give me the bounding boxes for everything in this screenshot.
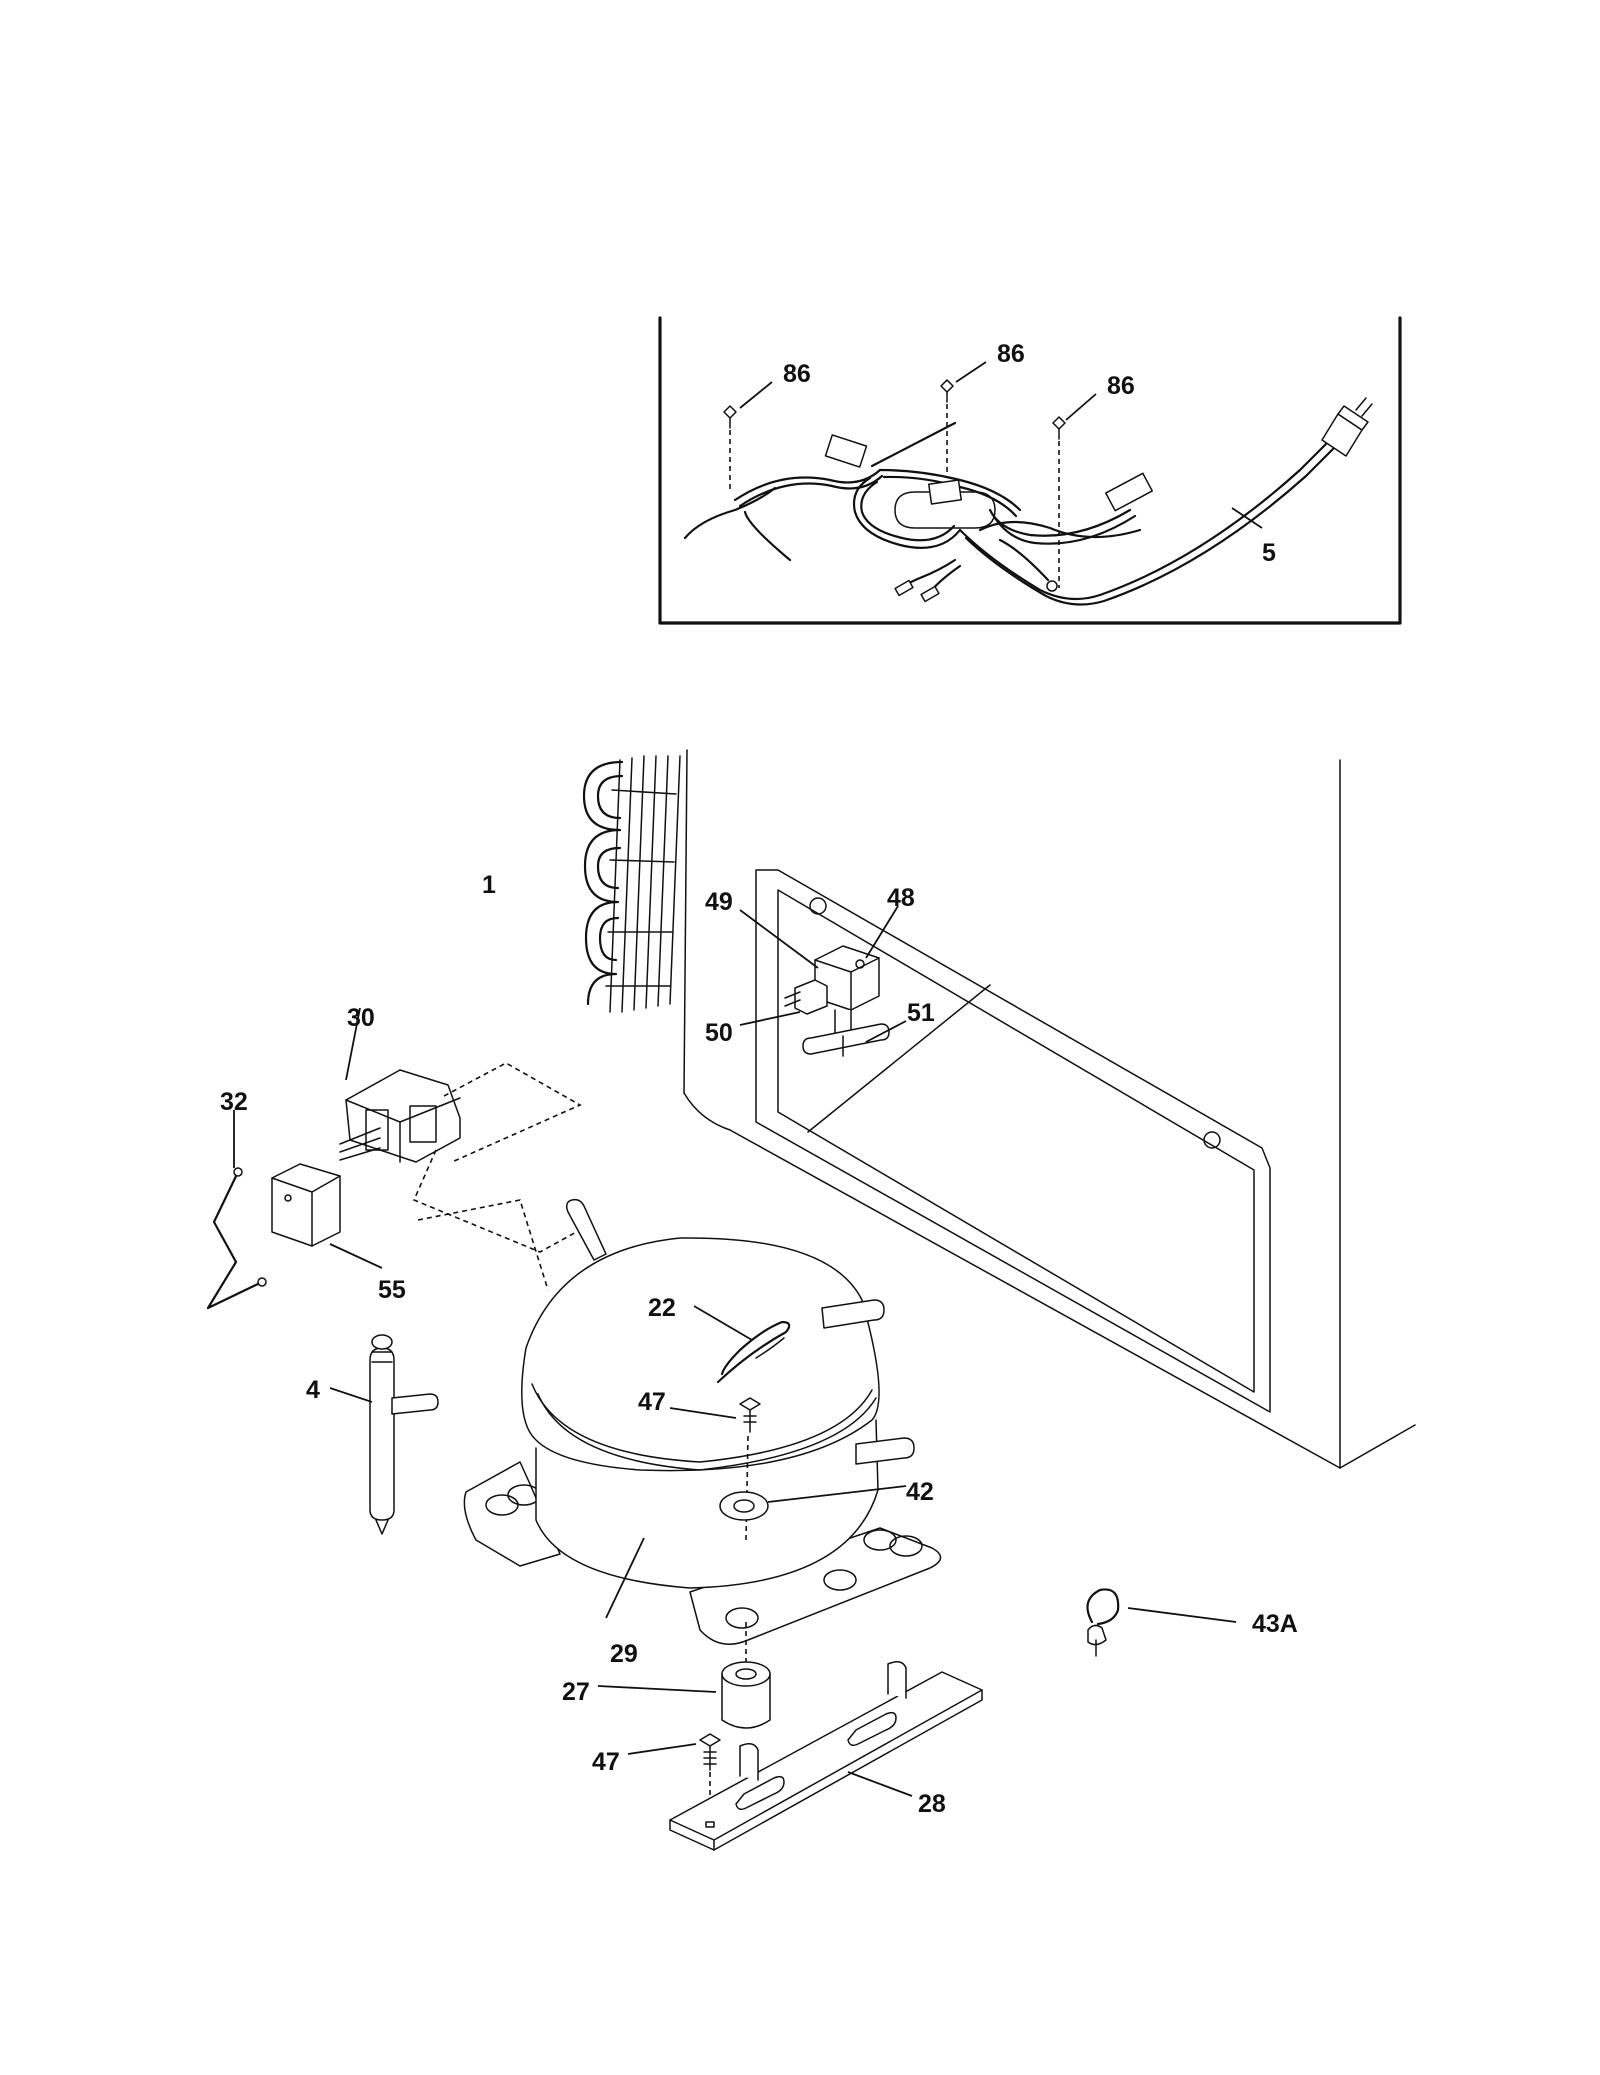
wire-harness-inset — [658, 316, 1402, 625]
grommet — [597, 1661, 771, 1729]
label-30: 30 — [347, 1004, 375, 1032]
label-27: 27 — [562, 1678, 590, 1706]
label-86-mid: 86 — [997, 340, 1025, 368]
label-43a: 43A — [1252, 1610, 1298, 1638]
harness-wires — [683, 421, 1338, 606]
label-50: 50 — [705, 1019, 733, 1047]
relay-cover-and-relay — [271, 1007, 582, 1269]
label-1: 1 — [482, 871, 496, 899]
drier — [329, 1334, 439, 1535]
label-32: 32 — [220, 1088, 248, 1116]
power-plug — [1321, 397, 1373, 457]
solenoid-valve-assembly — [739, 905, 907, 1057]
label-86-left: 86 — [783, 360, 811, 388]
compressor — [417, 1198, 942, 1662]
clip-wire — [206, 1110, 267, 1310]
tube-clamp — [1086, 1588, 1237, 1657]
label-47-lower: 47 — [592, 1748, 620, 1776]
screw-86-left — [723, 405, 737, 492]
label-22: 22 — [648, 1294, 676, 1322]
callout-labels: 86 86 86 5 1 30 32 55 4 49 48 50 51 22 4… — [220, 340, 1298, 1818]
label-49: 49 — [705, 888, 733, 916]
label-28: 28 — [918, 1790, 946, 1818]
label-29: 29 — [610, 1640, 638, 1668]
screw-86-right — [1052, 416, 1066, 588]
mount-rail — [669, 1661, 983, 1851]
label-47-upper: 47 — [638, 1388, 666, 1416]
label-4: 4 — [306, 1376, 320, 1404]
label-5: 5 — [1262, 539, 1276, 567]
label-86-right: 86 — [1107, 372, 1135, 400]
condenser-coil — [582, 755, 681, 1013]
label-42: 42 — [906, 1478, 934, 1506]
label-51: 51 — [907, 999, 935, 1027]
cabinet-outline — [683, 749, 1416, 1469]
label-55: 55 — [378, 1276, 406, 1304]
screw-86-mid — [940, 379, 954, 476]
label-48: 48 — [887, 884, 915, 912]
